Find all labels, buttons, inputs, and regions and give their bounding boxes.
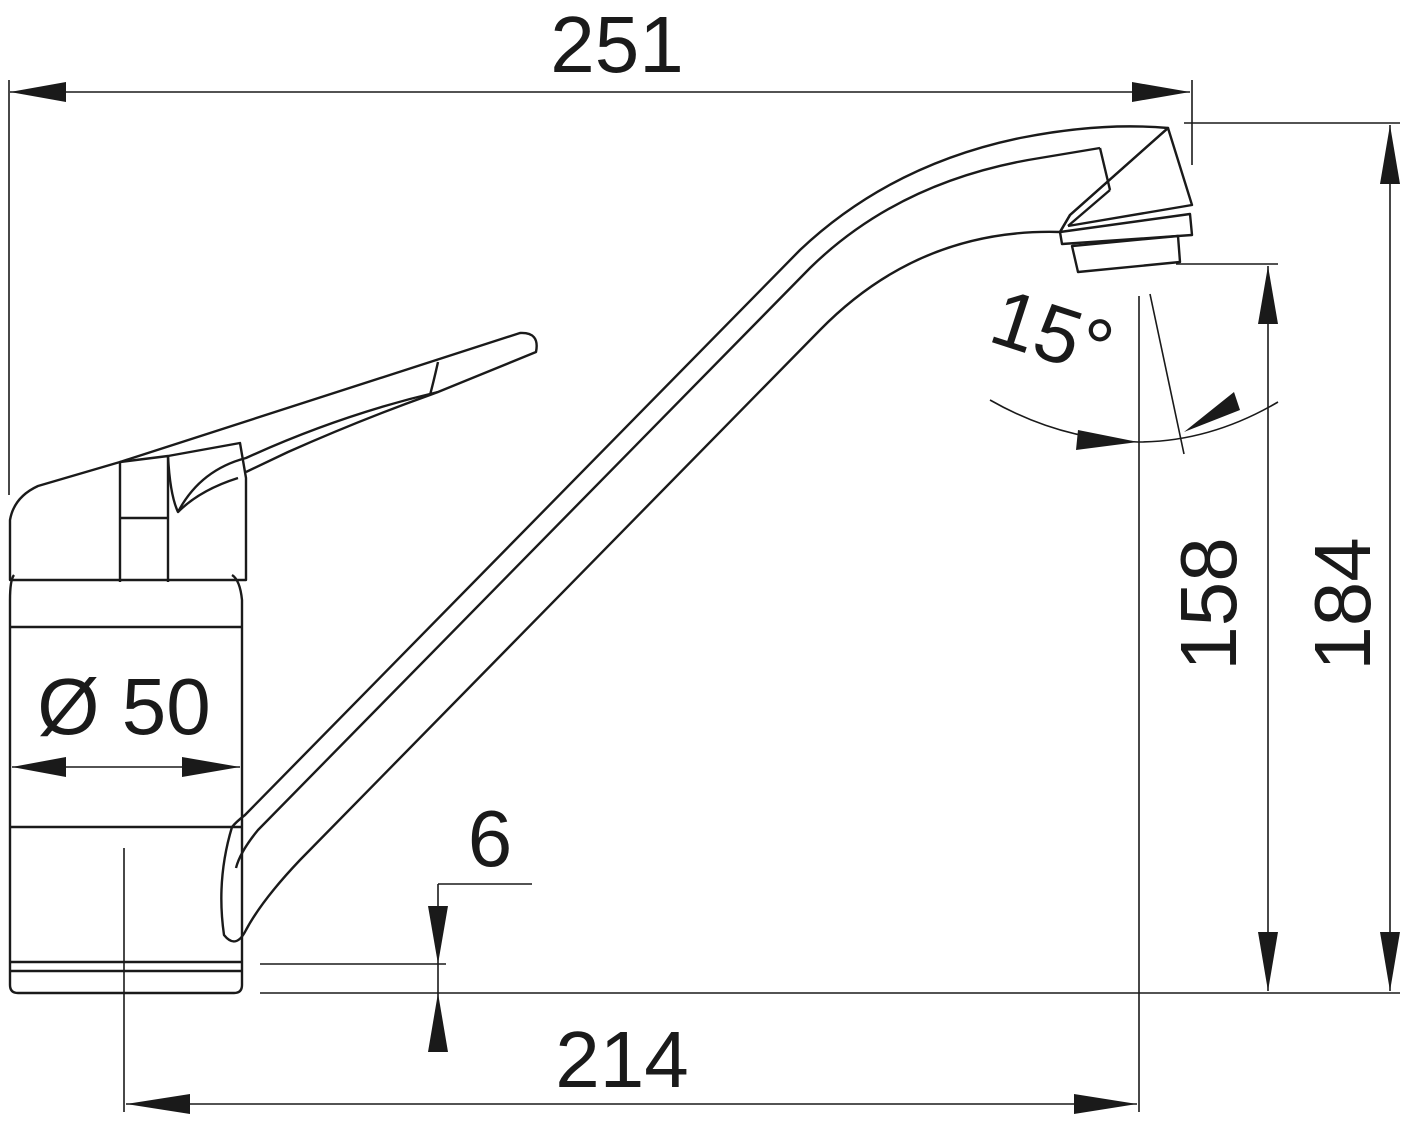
label-clearance: 6: [468, 794, 513, 883]
dim-overall-length: [8, 80, 1193, 495]
dim-total-height: [1184, 122, 1400, 991]
label-spout-reach: 214: [555, 1015, 688, 1104]
label-spout-height: 158: [1164, 537, 1253, 670]
spout: [220, 125, 1194, 943]
faucet-base: [8, 573, 244, 995]
dim-baseline: [260, 963, 1400, 994]
lever-handle: [8, 331, 538, 582]
dim-spout-reach: [123, 296, 1140, 1114]
label-overall-length: 251: [550, 0, 683, 89]
dim-swivel-angle: [989, 293, 1279, 455]
dim-base-diameter: [12, 757, 240, 777]
label-base-diameter: Ø 50: [37, 662, 210, 751]
label-swivel-angle: 15°: [981, 272, 1124, 394]
label-total-height: 184: [1298, 537, 1387, 670]
dim-clearance: [428, 883, 532, 1052]
dim-spout-height: [1176, 263, 1278, 991]
